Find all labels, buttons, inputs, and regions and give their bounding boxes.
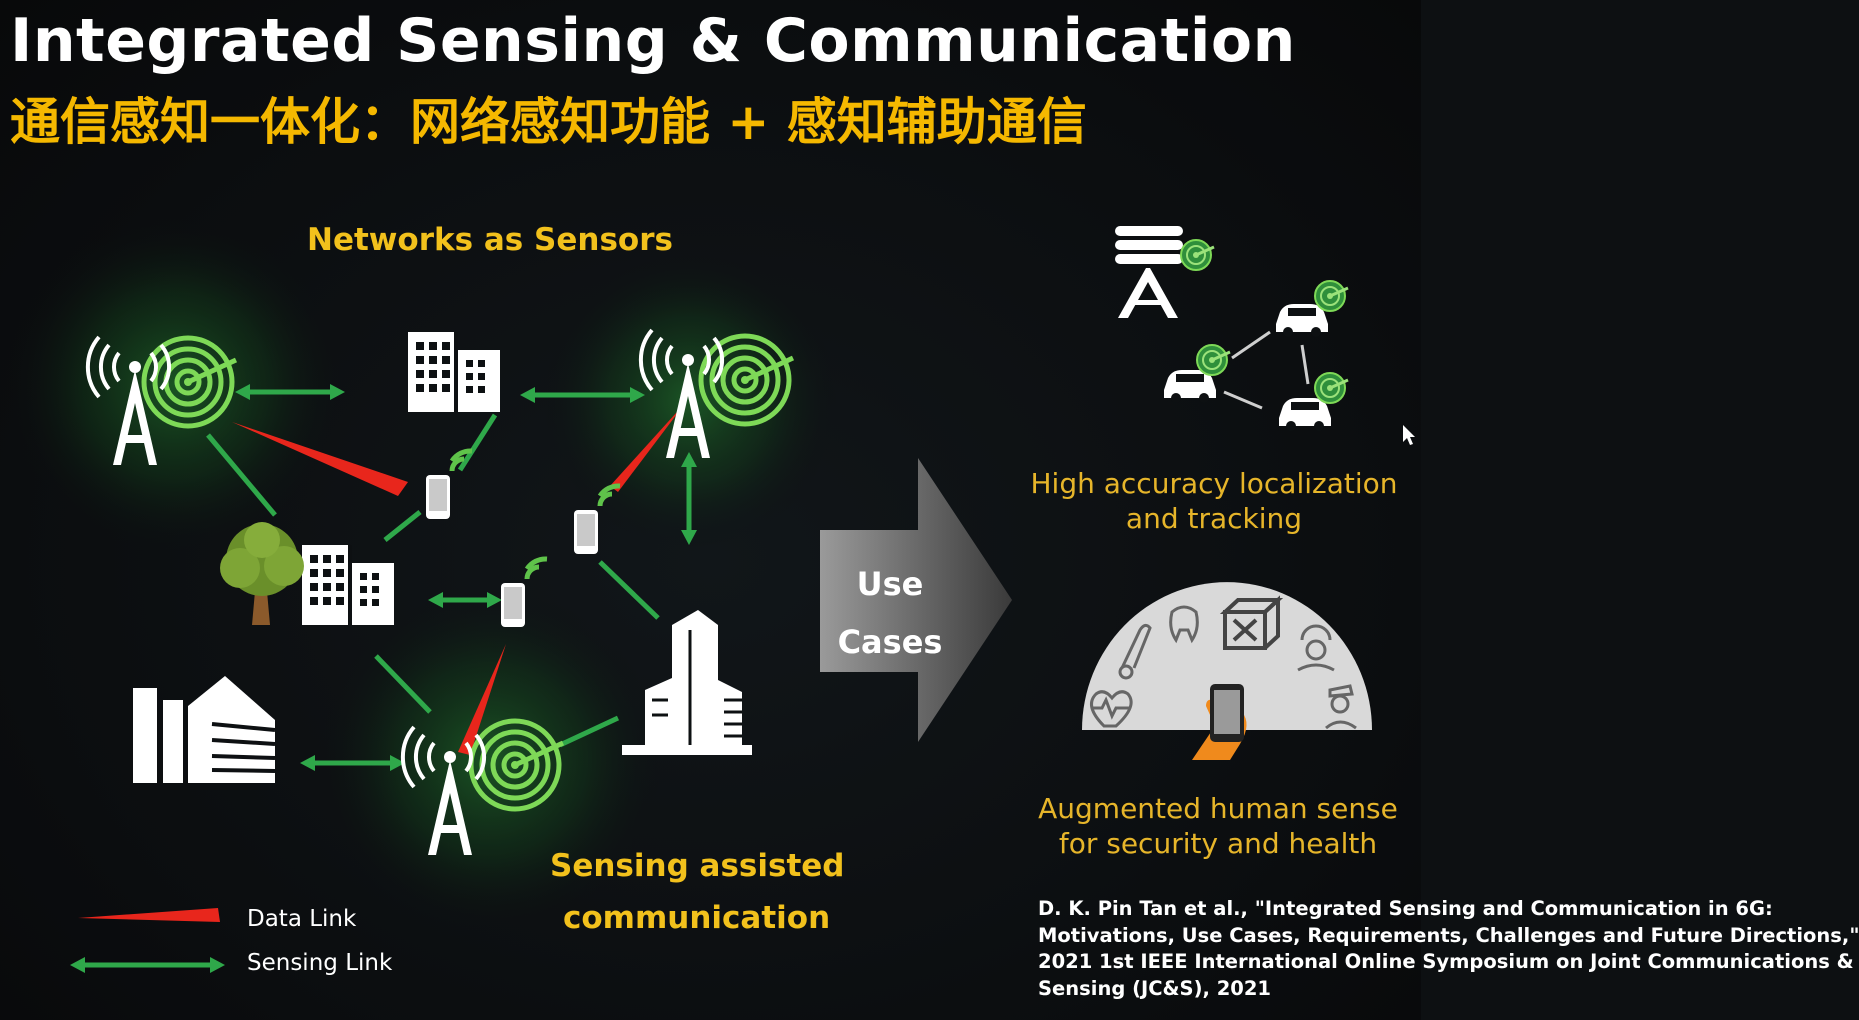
sensing-link xyxy=(598,560,660,620)
glow-halo xyxy=(315,585,665,935)
augmented-sense-illustration xyxy=(1082,582,1372,760)
use-cases-arrow-text: Use Cases xyxy=(820,555,960,671)
car-icon xyxy=(1276,304,1328,337)
radar-icon xyxy=(1313,279,1350,313)
sensing-assisted-label-line2: communication xyxy=(563,900,831,936)
car-icon xyxy=(1279,398,1331,431)
reference-line4: Sensing (JC&S), 2021 xyxy=(1038,976,1271,1000)
use-cases-line2: Cases xyxy=(837,623,943,661)
slide-subtitle: 通信感知一体化：网络感知功能 + 感知辅助通信 xyxy=(10,93,1087,151)
data-link xyxy=(458,644,506,755)
sensing-assisted-label-line1: Sensing assisted xyxy=(550,848,845,884)
data-link xyxy=(232,422,408,496)
thermometer-icon xyxy=(1118,623,1152,680)
localization-caption-line1: High accuracy localization xyxy=(1030,467,1398,500)
slide-title: Integrated Sensing & Communication xyxy=(10,6,1296,76)
radar-icon xyxy=(1179,238,1216,272)
sensing-link xyxy=(558,715,620,748)
localization-caption-line2: and tracking xyxy=(1125,502,1303,535)
sensing-link xyxy=(383,510,422,542)
localization-illustration xyxy=(1115,226,1350,431)
reference-citation: D. K. Pin Tan et al., "Integrated Sensin… xyxy=(1038,896,1859,1002)
data-link xyxy=(610,402,686,492)
use-cases-line1: Use xyxy=(856,565,924,603)
antenna-array-icon xyxy=(1115,226,1183,318)
sensing-link xyxy=(206,433,277,517)
radar-icon xyxy=(1195,343,1232,377)
legend-sensing-link-label: Sensing Link xyxy=(247,950,393,976)
worker-icon xyxy=(1297,624,1335,672)
tree-icon xyxy=(220,522,304,625)
use-cases-arrow xyxy=(820,458,1012,742)
networks-as-sensors-label: Networks as Sensors xyxy=(307,222,673,258)
sensing-link xyxy=(457,413,498,472)
reference-line1: D. K. Pin Tan et al., "Integrated Sensin… xyxy=(1038,897,1773,920)
reference-line2: Motivations, Use Cases, Requirements, Ch… xyxy=(1038,923,1859,947)
hand-phone-icon xyxy=(1192,684,1247,760)
augmented-caption-line2: for security and health xyxy=(1058,827,1378,860)
sensing-link xyxy=(374,654,432,714)
heart-monitor-icon xyxy=(1090,690,1133,728)
augmented-caption: Augmented human sense for security and h… xyxy=(1022,791,1414,861)
augmented-caption-line1: Augmented human sense xyxy=(1038,792,1398,825)
legend-data-line xyxy=(78,908,220,922)
sensing-links xyxy=(80,389,692,968)
package-icon xyxy=(1219,595,1284,650)
reference-line3: 2021 1st IEEE International Online Sympo… xyxy=(1038,950,1854,973)
mouse-cursor-icon xyxy=(1403,425,1415,445)
office-building-icon xyxy=(133,676,276,783)
sensing-arrowheads xyxy=(70,384,697,973)
radar-icon xyxy=(1313,371,1350,405)
diagram-art xyxy=(5,215,1415,973)
building-icon xyxy=(302,545,394,625)
tooth-icon xyxy=(1169,605,1199,644)
skyscraper-icon xyxy=(622,610,752,755)
guard-icon xyxy=(1325,684,1357,730)
building-icon xyxy=(408,332,500,412)
localization-caption: High accuracy localization and tracking xyxy=(1022,466,1406,536)
legend-data-link-label: Data Link xyxy=(247,906,357,932)
